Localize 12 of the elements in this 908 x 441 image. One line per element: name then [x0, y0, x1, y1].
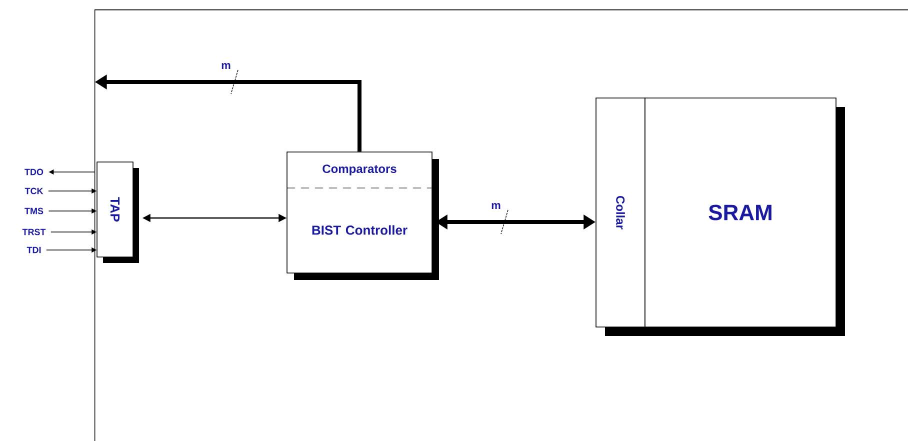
edge-label: m [220, 62, 232, 70]
pin-label: TRST [22, 228, 46, 236]
memory-block: SRAM [644, 98, 845, 336]
controller-block: Comparators BIST Controller [286, 152, 439, 280]
edge-label: m [490, 202, 502, 210]
tap-block: TAP [96, 162, 139, 263]
pin-label: TMS [24, 208, 44, 214]
chip-outline [94, 9, 908, 441]
pin-label: TDO [24, 168, 44, 176]
pin-label: TDI [26, 246, 41, 254]
pin-label: TCK [24, 188, 44, 194]
collar-block: Collar [596, 98, 654, 336]
